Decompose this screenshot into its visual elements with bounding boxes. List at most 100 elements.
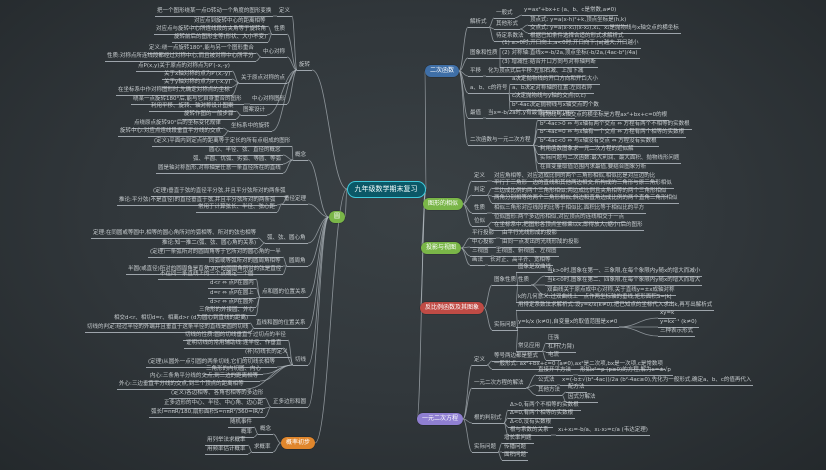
- node-leaf[interactable]: 把一个图形绕某一点O转动一个角度的图形变换: [155, 8, 274, 17]
- node-label[interactable]: 点和圆的位置关系: [260, 289, 309, 298]
- node-label[interactable]: 平行投影: [470, 230, 497, 239]
- node-leaf[interactable]: 关于y轴对称的点为P′(-x,y): [162, 79, 233, 88]
- node-leaf[interactable]: (定义)平面内到定点的距离等于定长的所有点组成的图形: [152, 138, 293, 147]
- node-leaf[interactable]: b²-4ac决定抛物线与x轴交点的个数: [510, 102, 601, 111]
- node-leaf[interactable]: 用频率估计概率: [205, 446, 248, 455]
- node-leaf[interactable]: 切线的性质:圆的切线垂直于过切点的半径: [183, 332, 288, 341]
- node-leaf[interactable]: 正多边形的中心、半径、中心角、边心距: [162, 400, 266, 409]
- node-leaf[interactable]: 压强: [546, 335, 562, 344]
- node-label[interactable]: 中心对称: [261, 49, 288, 58]
- node-label[interactable]: 常见应用: [516, 343, 543, 352]
- node-leaf[interactable]: xy=k: [658, 310, 677, 319]
- node-leaf[interactable]: 电流: [546, 352, 562, 361]
- node-leaf[interactable]: 内心:三条角平分线的交点,到三边的距离相等: [148, 373, 261, 382]
- node-leaf[interactable]: Δ=0,有两个相等的实数根: [508, 410, 576, 419]
- node-leaf[interactable]: 两角分别相等的两个三角形相似;斜边和直角边成比例的两个直角三角形相似: [492, 195, 680, 204]
- branch-topic-quadratic-function[interactable]: 二次函数: [425, 65, 460, 77]
- node-label[interactable]: 弧、弦、圆心角: [265, 235, 308, 244]
- node-leaf[interactable]: 交点式: y=a(x-x₁)(x-x₂),x₁、x₂是抛物线与x轴交点的横坐标: [528, 25, 681, 34]
- node-leaf[interactable]: b²-4ac=0 ⇔ 与x轴有一个交点 ⇔ 方程有两个相等的实数根: [538, 129, 687, 138]
- node-leaf[interactable]: 三角形的内切圆、内心: [204, 366, 264, 375]
- node-label[interactable]: 根的判别式: [472, 415, 504, 424]
- node-leaf[interactable]: 概率: [239, 429, 255, 438]
- node-leaf[interactable]: 根据已知条件选择合适的形式求解析式: [528, 33, 626, 42]
- node-label[interactable]: 直线和圆的位置关系: [254, 320, 308, 329]
- node-leaf[interactable]: 对应点到旋转中心的距离相等: [192, 18, 268, 27]
- node-leaf[interactable]: 关于x轴对称的点为P′(x,-y): [162, 71, 233, 80]
- node-label[interactable]: 待定系数法: [494, 33, 526, 42]
- node-leaf[interactable]: 旋转中心:对应点连线段垂直平分线的交点: [118, 128, 223, 137]
- node-leaf[interactable]: 点绕原点旋转90°后的坐标变化规律: [132, 120, 223, 129]
- node-label[interactable]: 判定: [472, 187, 488, 196]
- node-leaf[interactable]: 对应角相等、对应边成比例的两个三角形相似,相似比是对应边的比: [492, 173, 658, 182]
- node-label[interactable]: 垂径定理: [282, 196, 309, 205]
- node-leaf[interactable]: 定理:在同圆或等圆中,相等的圆心角所对的弧相等、所对的弦也相等: [91, 230, 259, 239]
- node-leaf[interactable]: 顶点式: y=a(x-h)²+k,顶点坐标是(h,k): [528, 17, 629, 26]
- node-leaf[interactable]: 相似三角形对应线段的比等于相似比,面积比等于相似比的平方: [492, 205, 647, 214]
- node-label[interactable]: 位似: [472, 218, 488, 227]
- node-label[interactable]: a、b、c的符号: [468, 85, 510, 94]
- node-leaf[interactable]: c决定抛物线与y轴的交点(0,c): [510, 93, 588, 102]
- node-leaf[interactable]: 在自变量取值范围内求最值,要结合图象分析: [538, 164, 649, 173]
- node-leaf[interactable]: 杠杆(力臂): [546, 344, 577, 353]
- node-label[interactable]: 实际问题: [472, 444, 499, 453]
- node-label[interactable]: 性质: [272, 26, 288, 35]
- branch-topic-rotation[interactable]: 旋转: [297, 62, 313, 71]
- node-label[interactable]: 根与系数的关系: [508, 427, 551, 436]
- node-leaf[interactable]: Δ>0,有两个不相等的实数根: [508, 402, 581, 411]
- branch-topic-circle[interactable]: 圆: [329, 211, 346, 223]
- node-leaf[interactable]: 抛物线与x轴交点的横坐标是方程ax²+bx+c=0的根: [538, 112, 670, 121]
- node-leaf[interactable]: 形如x²=p (p≥0)的方程,解为x=±√p: [578, 367, 673, 376]
- node-label[interactable]: 解析式: [468, 19, 489, 28]
- node-leaf[interactable]: 一般形式: ax²+bx+c=0 (a≠0),ax²是二次项,bx是一次项,c是…: [492, 361, 665, 370]
- node-label[interactable]: 其他方法: [536, 387, 563, 396]
- node-leaf[interactable]: 传播问题: [502, 444, 529, 453]
- branch-topic-probability[interactable]: 概率初步: [281, 437, 316, 449]
- node-leaf[interactable]: 推论:平分弦(不是直径)的直径垂直于弦,并且平分弦所对的两条弧: [117, 197, 278, 206]
- node-leaf[interactable]: 化为顶点式后平移:左加右减、上加下减: [486, 68, 586, 77]
- node-leaf[interactable]: d>r ⇔ 点P在圆外: [208, 299, 256, 308]
- node-label[interactable]: 定义: [472, 173, 488, 182]
- node-leaf[interactable]: x=(-b±√(b²-4ac))/2a (b²-4ac≥0),先化为一般形式,确…: [560, 377, 754, 386]
- node-label[interactable]: 概念: [293, 152, 309, 161]
- node-leaf[interactable]: (定理)一条弧所对的圆周角等于它所对的圆心角的一半: [148, 249, 283, 258]
- node-leaf[interactable]: k的几何意义:过双曲线上一点作两坐标轴的垂线,矩形面积S=|k|: [516, 294, 674, 303]
- node-leaf[interactable]: 实际问题与二次函数:最大利润、最大面积、抛物线形问题: [538, 155, 682, 164]
- node-leaf[interactable]: 利用平移、旋转、轴对称设计图案: [149, 103, 236, 112]
- node-leaf[interactable]: 弧长l=nπR/180,扇形面积S=nπR²/360=lR/2: [149, 409, 266, 418]
- node-leaf[interactable]: (定义)各边相等、各角也相等的多边形: [169, 390, 266, 399]
- node-label[interactable]: 画法: [470, 257, 486, 266]
- node-label[interactable]: 性质: [516, 277, 532, 286]
- node-leaf[interactable]: 弧、半圆、优弧、劣弧、等圆、等弧: [191, 156, 284, 165]
- node-leaf[interactable]: 圆是轴对称图形,对称轴是任意一条直径所在的直线: [156, 165, 283, 174]
- node-leaf[interactable]: 由同一点发出的光线形成的投影: [500, 239, 582, 248]
- node-label[interactable]: 求概率: [252, 444, 273, 453]
- node-leaf[interactable]: 当x=-b/2a时,y有最值(4ac-b²)/4a: [486, 110, 576, 119]
- node-label[interactable]: 概念: [258, 426, 274, 435]
- node-leaf[interactable]: y=kx⁻¹ (k≠0): [658, 319, 699, 328]
- node-leaf[interactable]: d=r ⇔ 点P在圆上: [208, 290, 256, 299]
- node-label[interactable]: 坐标系中的旋转: [229, 123, 272, 132]
- node-leaf[interactable]: 性质:对称点所连线段都经过对称中心,而且被对称中心所平分: [105, 53, 256, 62]
- node-leaf[interactable]: 三边成比例的两个三角形相似;两边成比例且夹角相等的两个三角形相似: [492, 188, 669, 197]
- node-leaf[interactable]: 不在同一条直线上的三个点确定一个圆: [158, 271, 256, 280]
- branch-topic-projection-and-views[interactable]: 投影与视图: [421, 242, 462, 254]
- branch-topic-similar-figures[interactable]: 图形的相似: [423, 198, 464, 210]
- node-leaf[interactable]: 相交d<r、相切d=r、相离d>r (d为圆心到直线的距离): [112, 315, 251, 324]
- node-label[interactable]: y=k/x (k≠0),自变量x的取值范围是x≠0: [516, 319, 620, 328]
- node-label[interactable]: 一元二次方程的解法: [472, 380, 526, 389]
- node-label[interactable]: 三视图: [470, 248, 491, 257]
- node-leaf[interactable]: 圆心、半径、弦、直径的概念: [207, 147, 283, 156]
- node-leaf[interactable]: b²-4ac<0 ⇔ 与x轴没有交点 ⇔ 方程没有实数根: [538, 138, 659, 147]
- node-label[interactable]: 二次函数与一元二次方程: [468, 137, 533, 146]
- node-leaf[interactable]: 主视图、俯视图、左视图: [494, 248, 559, 257]
- central-topic[interactable]: 九年级数学期末复习: [346, 180, 426, 198]
- node-leaf[interactable]: 对应点与旋转中心所连线段的夹角等于旋转角: [154, 26, 269, 35]
- node-label[interactable]: 直接开平方法: [536, 367, 574, 376]
- node-leaf[interactable]: 旋转作图的一般步骤: [182, 111, 236, 120]
- branch-topic-quadratic-equation[interactable]: 一元二次方程: [417, 413, 464, 425]
- node-leaf[interactable]: 用待定系数法求解析式:设y=k/x(k≠0),把已知点的坐标代入求出k,再写出解…: [516, 302, 715, 311]
- node-leaf[interactable]: 当k<0时,图象在第二、四象限,在每个象限内y随x的增大而增大: [545, 277, 703, 286]
- node-leaf[interactable]: 因式分解法: [566, 394, 598, 403]
- node-label[interactable]: 图案设计: [241, 107, 268, 116]
